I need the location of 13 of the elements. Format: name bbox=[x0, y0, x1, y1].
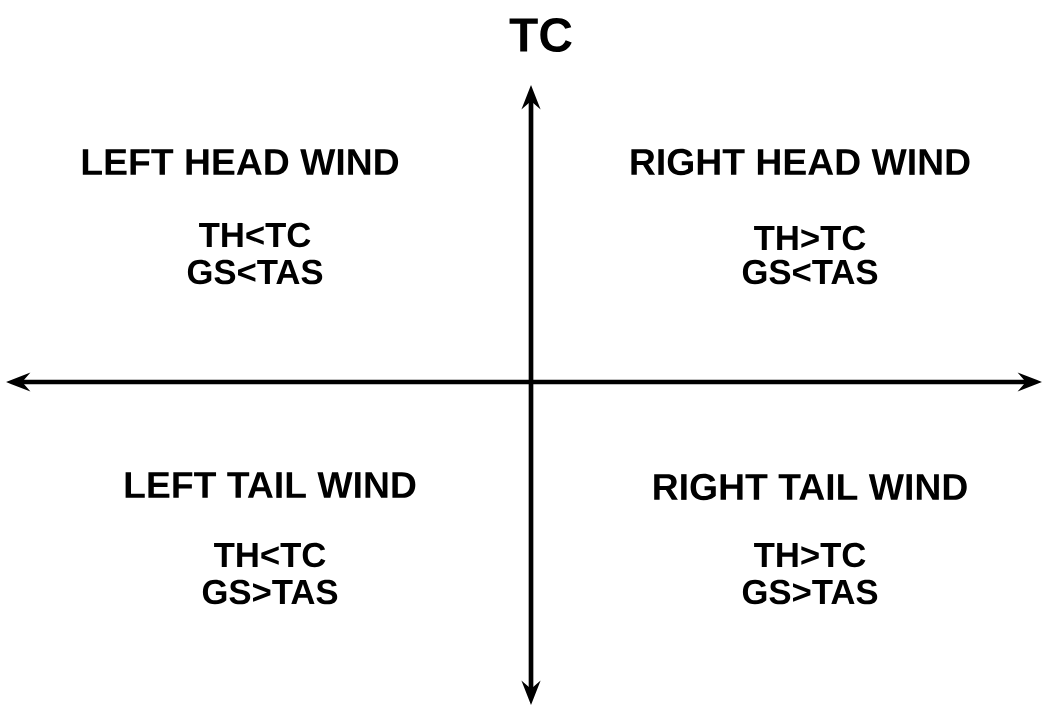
quadrant-heading: LEFT HEAD WIND bbox=[82, 149, 399, 175]
quadrant-heading: RIGHT HEAD WIND bbox=[631, 148, 970, 176]
quadrant-heading: LEFT TAIL WIND bbox=[125, 472, 416, 498]
quadrant-heading: RIGHT TAIL WIND bbox=[654, 473, 967, 501]
relation-text: GS<TAS bbox=[742, 259, 878, 285]
relation-text: TH>TC bbox=[754, 542, 866, 568]
relation-text: TH>TC bbox=[754, 225, 866, 251]
relation-text: GS>TAS bbox=[742, 579, 878, 605]
relation-text: GS<TAS bbox=[187, 259, 323, 285]
relation-text: TH<TC bbox=[199, 222, 311, 248]
relation-text: TH<TC bbox=[214, 542, 326, 568]
axis-title: TC bbox=[509, 18, 572, 52]
relation-text: GS>TAS bbox=[202, 579, 338, 605]
